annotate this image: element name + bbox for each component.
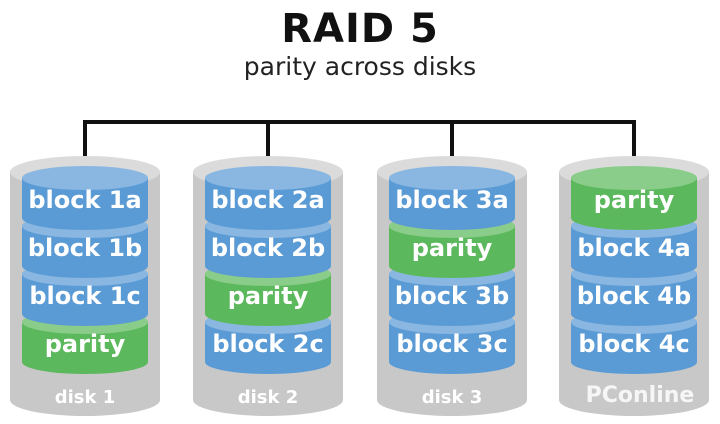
block-label-id: 2a	[292, 186, 325, 214]
data-block-2a: block 2a	[205, 166, 331, 230]
diagram-title: RAID 5	[281, 6, 439, 52]
block-label-prefix: block	[395, 282, 475, 310]
block-body	[389, 322, 515, 374]
block-body	[22, 322, 148, 374]
block-label-prefix: block	[578, 330, 658, 358]
block-label-prefix: block	[577, 234, 657, 262]
block-body	[22, 226, 148, 278]
block-label-prefix: block	[28, 234, 108, 262]
block-label: block 4b	[577, 282, 691, 310]
block-body	[205, 178, 331, 230]
block-label: block 2c	[212, 330, 323, 358]
block-label-prefix: block	[396, 330, 476, 358]
block-label-id: 3a	[476, 186, 509, 214]
watermark-text: PConline	[586, 383, 695, 408]
parity-block: parity	[571, 166, 697, 230]
disk-label: disk 2	[238, 387, 299, 408]
block-label: block 2b	[211, 234, 325, 262]
block-body	[205, 322, 331, 374]
block-body	[571, 178, 697, 230]
block-label-id: 3c	[477, 330, 508, 358]
block-label-id: 3b	[475, 282, 509, 310]
block-label: block 1b	[28, 234, 142, 262]
block-label: block 1c	[29, 282, 140, 310]
block-label: parity	[228, 282, 309, 310]
data-block-1a: block 1a	[22, 166, 148, 230]
block-label: block 3b	[395, 282, 509, 310]
block-body	[571, 226, 697, 278]
block-body	[22, 274, 148, 326]
block-label-prefix: parity	[45, 330, 126, 358]
block-label: parity	[45, 330, 126, 358]
block-label-id: 1b	[108, 234, 142, 262]
block-label-prefix: block	[395, 186, 475, 214]
block-label-id: 2b	[291, 234, 325, 262]
block-body	[389, 178, 515, 230]
block-body	[205, 226, 331, 278]
block-label-id: 4a	[658, 234, 691, 262]
disk-label: disk 1	[55, 387, 116, 408]
block-label-id: 4c	[659, 330, 690, 358]
block-label-id: 1a	[109, 186, 142, 214]
data-block-3c: block 3c	[389, 310, 515, 374]
block-label-prefix: block	[577, 282, 657, 310]
block-body	[571, 322, 697, 374]
disk-label: disk 3	[422, 387, 483, 408]
block-body	[205, 274, 331, 326]
block-label-prefix: block	[212, 330, 292, 358]
diagram-subtitle: parity across disks	[243, 52, 477, 81]
block-label-prefix: block	[211, 186, 291, 214]
block-label-id: 2c	[293, 330, 324, 358]
block-label: block 2a	[211, 186, 324, 214]
block-body	[389, 226, 515, 278]
block-body	[571, 274, 697, 326]
block-top	[205, 166, 331, 190]
block-top	[571, 166, 697, 190]
block-label: block 3c	[396, 330, 507, 358]
block-label-prefix: block	[29, 282, 109, 310]
data-block-3a: block 3a	[389, 166, 515, 230]
block-label-prefix: block	[28, 186, 108, 214]
block-label: block 3a	[395, 186, 508, 214]
block-body	[22, 178, 148, 230]
block-label: block 1a	[28, 186, 141, 214]
block-label: parity	[594, 186, 675, 214]
block-label-id: 4b	[657, 282, 691, 310]
block-top	[22, 166, 148, 190]
block-label-prefix: block	[211, 234, 291, 262]
block-top	[389, 166, 515, 190]
block-label: parity	[412, 234, 493, 262]
block-label-prefix: parity	[228, 282, 309, 310]
block-label-prefix: parity	[594, 186, 675, 214]
block-label: block 4c	[578, 330, 689, 358]
block-label-prefix: parity	[412, 234, 493, 262]
block-label: block 4a	[577, 234, 690, 262]
block-label-id: 1c	[110, 282, 141, 310]
block-body	[389, 274, 515, 326]
